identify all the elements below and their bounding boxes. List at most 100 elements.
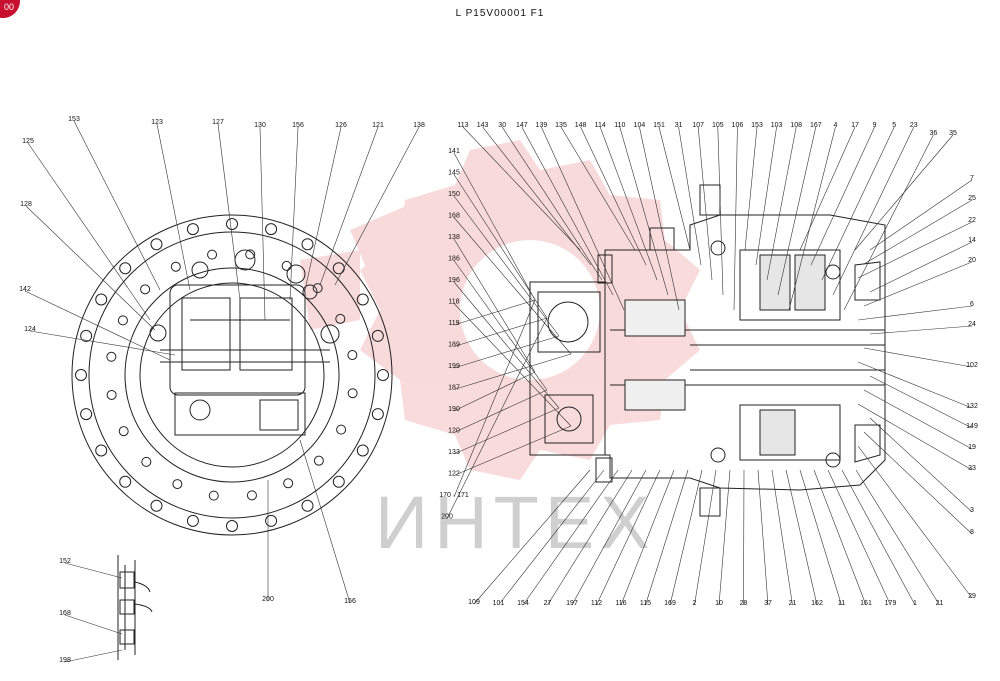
end-view-callout-leader <box>217 123 241 301</box>
section-bottom-callout-label: 11 <box>838 600 845 607</box>
section-top-callout-label: 5 <box>892 122 896 129</box>
section-top-callout-label: 153 <box>751 122 763 129</box>
section-left-callout-label: 122 <box>448 471 460 478</box>
end-view-callout-leader <box>259 126 266 321</box>
end-view-callout-leader <box>25 205 156 331</box>
end-view <box>71 214 393 536</box>
section-top-callout-label: 36 <box>930 130 938 137</box>
section-right-callout-leader <box>857 305 973 321</box>
section-top-callout-label: 4 <box>833 122 837 129</box>
section-bottom-callout-label: 162 <box>811 600 823 607</box>
section-top-callout-leader <box>678 126 702 266</box>
section-bottom-callout-leader <box>498 469 605 606</box>
section-bottom-callout-leader <box>596 469 661 606</box>
end-view-callout-leader <box>319 126 379 286</box>
section-bottom-callout-label: 2 <box>693 600 697 607</box>
section-right-callout-leader <box>857 445 973 599</box>
end-view-callout-leader <box>156 123 191 291</box>
section-right-callout-label: 132 <box>966 403 978 410</box>
section-left-callout-leader <box>453 195 560 337</box>
bolt-holes <box>75 218 389 532</box>
section-left-callout-leader <box>453 152 536 301</box>
section-right-callout-label: 20 <box>968 257 976 264</box>
section-left-callout-leader <box>453 238 536 373</box>
section-bottom-callout-leader <box>785 469 818 606</box>
section-right-callout-label: 33 <box>968 465 976 472</box>
section-bottom-callout-leader <box>694 469 717 606</box>
section-left-callout-leader <box>453 353 572 390</box>
section-bottom-callout-label: 169 <box>664 600 676 607</box>
section-left-callout-leader <box>453 425 572 476</box>
section-top-callout-leader <box>755 126 777 266</box>
section-right-callout-label: 7 <box>970 175 974 182</box>
section-top-callout-label: 110 <box>614 122 625 129</box>
section-top-callout-leader <box>639 126 680 311</box>
section-top-callout-leader <box>599 126 658 281</box>
section-top-callout-label: 103 <box>771 122 783 129</box>
section-top-callout-label: 17 <box>851 122 859 129</box>
section-right-callout-label: 19 <box>968 444 976 451</box>
section-bottom-callout-label: 112 <box>591 600 602 607</box>
detail-callout-leader <box>64 649 123 663</box>
section-bottom-callout-leader <box>743 469 745 606</box>
section-bottom-callout-label: 27 <box>544 600 552 607</box>
section-top-callout-label: 139 <box>536 122 548 129</box>
section-right-callout-label: 6 <box>970 301 974 308</box>
section-left-callout-label: 138 <box>448 234 460 241</box>
section-right-callout-label: 8 <box>970 529 974 536</box>
section-top-callout-leader <box>766 126 797 281</box>
drawing-code: L P15V00001 F1 <box>455 8 545 19</box>
section-left-callout-label: 168 <box>448 213 460 220</box>
section-right-callout-label: 3 <box>970 507 974 514</box>
section-left-callout-label: 119 <box>448 320 459 327</box>
end-view-callout-leader <box>299 439 351 604</box>
section-bottom-callout-leader <box>813 469 867 606</box>
section-left-callout-label: 187 <box>448 385 460 392</box>
section-bottom-callout-label: 115 <box>640 600 651 607</box>
end-view-callout-label: 126 <box>335 122 347 129</box>
section-left-callout-label: 120 <box>448 428 460 435</box>
section-left-callout-leader <box>453 317 548 347</box>
section-bottom-callout-leader <box>771 469 793 606</box>
section-top-callout-leader <box>744 126 758 251</box>
end-view-callout-label: 125 <box>22 138 34 145</box>
section-right-callout-label: 14 <box>968 237 976 244</box>
section-right-callout-leader <box>863 389 973 450</box>
section-left-callout-label: 141 <box>448 148 460 155</box>
end-view-callout-label: 127 <box>212 119 224 126</box>
section-top-callout-leader <box>733 126 738 311</box>
section-left-callout-leader <box>453 281 560 409</box>
section-bottom-callout-label: 10 <box>715 600 723 607</box>
section-top-callout-label: 105 <box>712 122 724 129</box>
section-top-callout-label: 143 <box>477 122 489 129</box>
detail-callout-label: 168 <box>59 610 71 617</box>
section-top-callout-leader <box>717 126 724 296</box>
section-right-callout-leader <box>857 221 973 279</box>
section-top-callout-leader <box>854 134 954 251</box>
section-left-callout-leader <box>453 299 536 326</box>
section-top-callout-label: 114 <box>595 122 606 129</box>
section-right-callout-leader <box>863 431 973 535</box>
section-top-callout-label: 135 <box>555 122 567 129</box>
section-right-callout-label: 25 <box>968 195 976 202</box>
section-left-callout-leader <box>453 335 560 369</box>
detail-callout-label: 152 <box>59 558 71 565</box>
section-left-callout-label: 186 <box>448 256 460 263</box>
section-left-callout-label: 170 · 171 <box>439 492 469 499</box>
cross-section <box>529 184 886 517</box>
section-right-callout-leader <box>863 347 973 368</box>
end-view-callout-label: 128 <box>20 201 32 208</box>
section-top-callout-leader <box>462 126 581 251</box>
section-top-callout-leader <box>821 126 895 281</box>
section-bottom-callout-leader <box>669 469 703 606</box>
section-top-callout-label: 104 <box>634 122 646 129</box>
section-top-callout-label: 9 <box>873 122 877 129</box>
end-view-callout-leader <box>304 126 342 291</box>
section-left-callout-label: 190 <box>448 406 460 413</box>
section-bottom-callout-label: 197 <box>566 600 578 607</box>
section-top-callout-label: 167 <box>810 122 822 129</box>
end-view-callout-leader <box>24 290 171 361</box>
section-top-callout-leader <box>843 134 934 311</box>
